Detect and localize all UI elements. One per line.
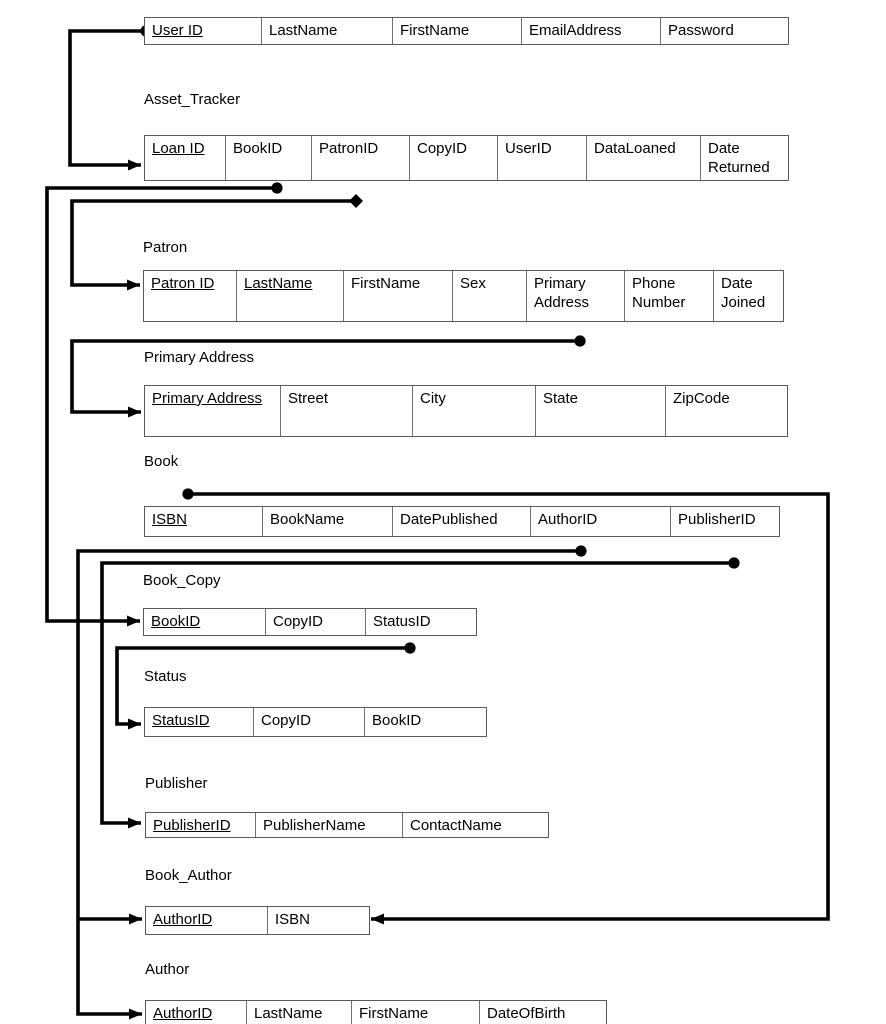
column-patron-sex: Sex xyxy=(453,271,527,321)
arrow-head xyxy=(127,615,140,627)
table-label-status: Status xyxy=(144,668,187,685)
column-status-bookid: BookID xyxy=(372,712,422,729)
column-user-emailaddress: EmailAddress xyxy=(522,18,661,44)
arrow-head xyxy=(129,913,142,925)
column-author-lastname: LastName xyxy=(247,1001,352,1024)
arrow-head xyxy=(127,279,140,291)
column-publisher-contactname: ContactName xyxy=(410,817,502,834)
dot-endpoint xyxy=(575,545,587,557)
arrow-head xyxy=(128,159,141,171)
column-author-authorid: AuthorID xyxy=(146,1001,247,1024)
table-label-publisher: Publisher xyxy=(145,775,208,792)
table-label-book-author: Book_Author xyxy=(145,867,232,884)
column-user-lastname: LastName xyxy=(262,18,393,44)
column-book-author-isbn: ISBN xyxy=(275,911,311,928)
column-book-datepublished: DatePublished xyxy=(393,507,531,536)
column-status-copyid: CopyID xyxy=(254,708,365,736)
connector-book-authorid-branch-to-book-author-authorid xyxy=(78,913,142,925)
column-patron-patron-id: Patron ID xyxy=(144,271,237,321)
column-author-dateofbirth: DateOfBirth xyxy=(487,1005,566,1022)
arrow-head xyxy=(129,1008,142,1020)
table-label-book: Book xyxy=(144,453,179,470)
column-asset-tracker-userid: UserID xyxy=(498,136,587,180)
column-book-copy-copyid: CopyID xyxy=(266,609,366,635)
column-patron-lastname: LastName xyxy=(237,271,344,321)
column-patron-phone-number: Phone Number xyxy=(625,271,714,321)
column-book-authorid: AuthorID xyxy=(531,507,671,536)
table-label-asset-tracker: Asset_Tracker xyxy=(144,91,241,108)
column-primary-address-zipcode: ZipCode xyxy=(673,390,730,407)
table-book-author: AuthorID ISBN xyxy=(145,906,370,935)
column-patron-date-joined: Date Joined xyxy=(721,275,766,311)
dot-endpoint xyxy=(728,557,740,569)
column-publisher-publishername: PublisherName xyxy=(256,813,403,837)
column-asset-tracker-patronid: PatronID xyxy=(312,136,410,180)
table-label-primary-address: Primary Address xyxy=(144,349,255,366)
column-primary-address-primary-address: Primary Address xyxy=(145,386,281,436)
column-user-firstname: FirstName xyxy=(393,18,522,44)
dot-endpoint xyxy=(574,335,586,347)
column-book-author-authorid: AuthorID xyxy=(146,907,268,934)
column-asset-tracker-copyid: CopyID xyxy=(410,136,498,180)
column-book-bookname: BookName xyxy=(263,507,393,536)
column-user-password: Password xyxy=(668,22,734,39)
column-asset-tracker-dataloaned: DataLoaned xyxy=(587,136,701,180)
dot-endpoint xyxy=(271,182,283,194)
arrow-head xyxy=(128,817,141,829)
column-book-copy-statusid: StatusID xyxy=(373,613,431,630)
column-publisher-publisherid: PublisherID xyxy=(146,813,256,837)
column-primary-address-street: Street xyxy=(281,386,413,436)
table-label-patron: Patron xyxy=(143,239,188,256)
column-patron-firstname: FirstName xyxy=(344,271,453,321)
column-asset-tracker-date-returned: Date Returned xyxy=(708,140,770,176)
column-user-user-id: User ID xyxy=(145,18,262,44)
dot-endpoint xyxy=(404,642,416,654)
connector-user-userid-to-asset-tracker-loanid xyxy=(68,25,152,171)
column-asset-tracker-bookid: BookID xyxy=(226,136,312,180)
column-asset-tracker-loan-id: Loan ID xyxy=(145,136,226,180)
arrow-head xyxy=(128,406,141,418)
column-primary-address-city: City xyxy=(413,386,536,436)
column-author-firstname: FirstName xyxy=(352,1001,480,1024)
dot-endpoint xyxy=(182,488,194,500)
column-patron-primary-address: Primary Address xyxy=(527,271,625,321)
table-label-book-copy: Book_Copy xyxy=(143,572,221,589)
arrow-head xyxy=(128,718,141,730)
column-primary-address-state: State xyxy=(536,386,666,436)
arrow-head xyxy=(371,913,384,925)
diamond-endpoint xyxy=(349,194,363,208)
table-label-author: Author xyxy=(145,961,190,978)
column-status-statusid: StatusID xyxy=(145,708,254,736)
column-book-copy-bookid: BookID xyxy=(144,609,266,635)
column-book-publisherid: PublisherID xyxy=(678,511,756,528)
column-book-isbn: ISBN xyxy=(145,507,263,536)
